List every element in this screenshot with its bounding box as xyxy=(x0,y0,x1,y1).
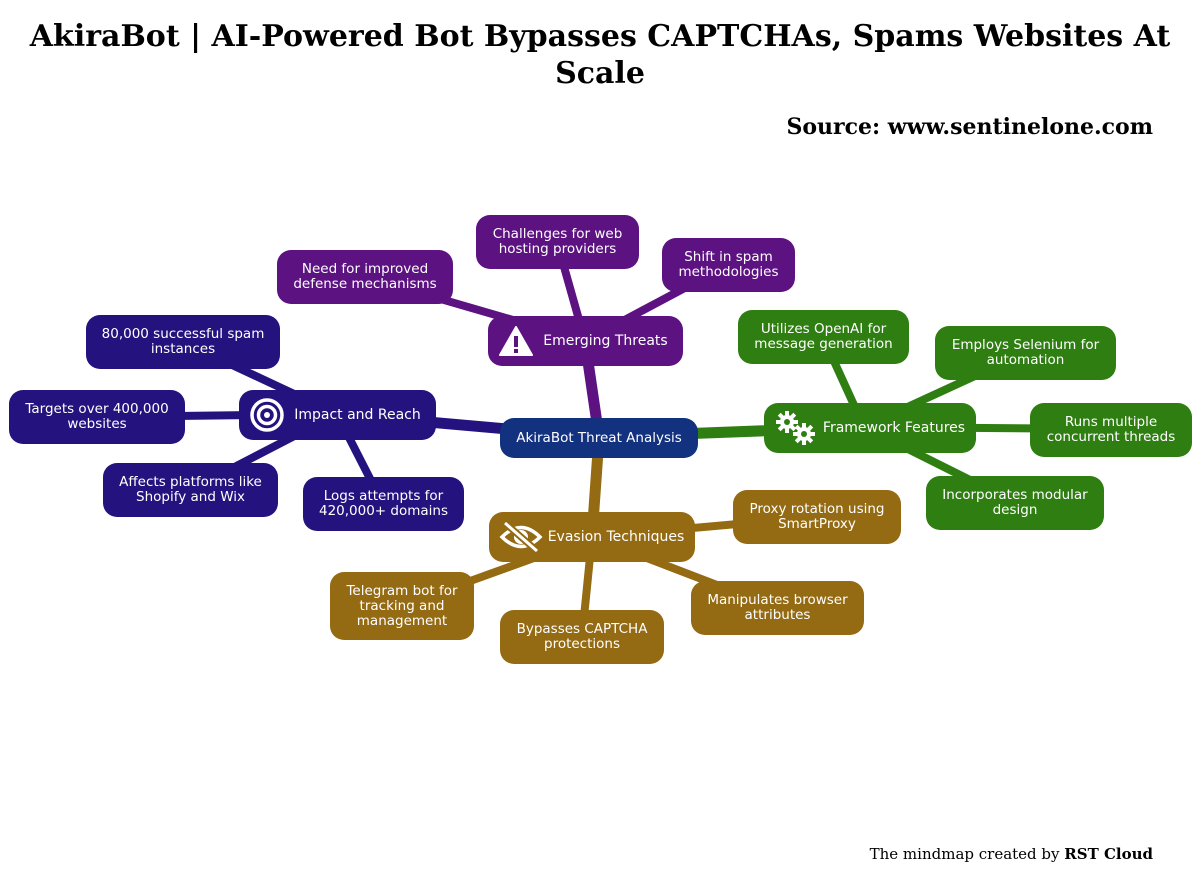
leaf-emerging-1: Need for improved defense mechanisms xyxy=(277,250,453,304)
branch-label: Evasion Techniques xyxy=(547,528,685,545)
leaf-emerging-3: Shift in spam methodologies xyxy=(662,238,795,292)
target-icon xyxy=(247,395,287,435)
gears-icon xyxy=(772,408,820,448)
leaf-evasion-3: Bypasses CAPTCHA protections xyxy=(500,610,664,664)
leaf-evasion-1: Proxy rotation using SmartProxy xyxy=(733,490,901,544)
leaf-evasion-2: Manipulates browser attributes xyxy=(691,581,864,635)
leaf-impact-1: 80,000 successful spam instances xyxy=(86,315,280,369)
leaf-framework-3: Runs multiple concurrent threads xyxy=(1030,403,1192,457)
credit-prefix: The mindmap created by xyxy=(869,845,1060,863)
leaf-framework-4: Incorporates modular design xyxy=(926,476,1104,530)
warning-icon xyxy=(496,321,536,361)
branch-emerging-threats: Emerging Threats xyxy=(488,316,683,366)
credit-brand: RST Cloud xyxy=(1064,845,1153,863)
leaf-impact-3: Affects platforms like Shopify and Wix xyxy=(103,463,278,517)
eye-slash-icon xyxy=(497,517,545,557)
branch-label: Emerging Threats xyxy=(543,332,668,349)
leaf-framework-2: Employs Selenium for automation xyxy=(935,326,1116,380)
branch-evasion-techniques: Evasion Techniques xyxy=(489,512,695,562)
leaf-impact-2: Targets over 400,000 websites xyxy=(9,390,185,444)
leaf-evasion-4: Telegram bot for tracking and management xyxy=(330,572,474,640)
page-title: AkiraBot | AI-Powered Bot Bypasses CAPTC… xyxy=(29,19,1171,91)
leaf-framework-1: Utilizes OpenAI for message generation xyxy=(738,310,909,364)
credit-line: The mindmap created by RST Cloud xyxy=(870,845,1153,863)
leaf-impact-4: Logs attempts for 420,000+ domains xyxy=(303,477,464,531)
source-label: Source: www.sentinelone.com xyxy=(786,114,1153,140)
branch-label: Framework Features xyxy=(822,419,966,436)
leaf-emerging-2: Challenges for web hosting providers xyxy=(476,215,639,269)
branch-impact-reach: Impact and Reach xyxy=(239,390,436,440)
branch-label: Impact and Reach xyxy=(294,406,421,423)
center-node: AkiraBot Threat Analysis xyxy=(500,418,698,458)
branch-framework-features: Framework Features xyxy=(764,403,976,453)
